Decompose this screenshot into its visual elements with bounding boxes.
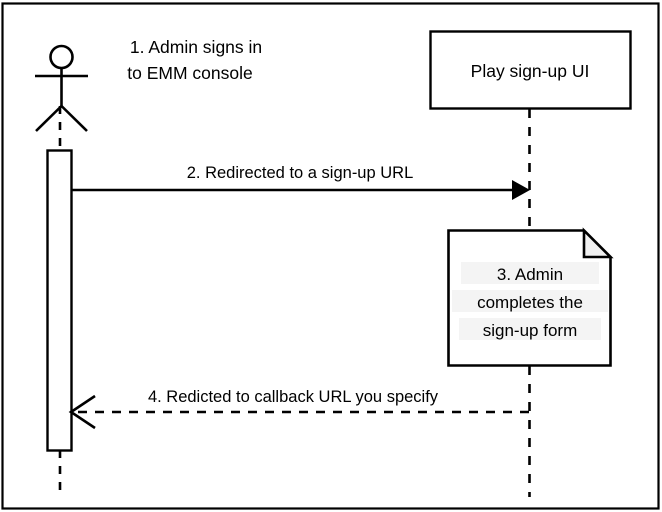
message-step-2-arrowhead-icon [512,180,530,200]
participant-box-play-ui-label: Play sign-up UI [471,61,590,81]
actor-leg-left-line [35,105,63,132]
actor-leg-right-line [60,105,88,132]
message-step-2-label: 2. Redirected to a sign-up URL [187,164,414,182]
participant-box-play-ui[interactable] [429,30,632,110]
note-step-3-fold-icon [582,227,614,259]
note-step-3-line-1: 3. Admin [497,265,563,284]
note-text-highlight-3 [459,318,601,340]
activation-bar-admin [46,149,73,452]
annotation-step-1-line-1: 1. Admin signs in [130,37,262,57]
message-step-4-label: 4. Redicted to callback URL you specify [148,388,439,406]
note-step-3-line-2: completes the [477,293,583,312]
message-step-2 [71,180,530,200]
annotation-step-1-line-2: to EMM console [127,63,252,83]
note-text-highlight-2 [452,290,608,312]
note-text-highlight-1 [461,262,599,284]
message-step-4-arrowhead-icon [68,394,96,430]
note-step-3-line-3: sign-up form [483,321,577,340]
actor-admin [35,44,88,132]
message-step-4 [68,394,529,430]
